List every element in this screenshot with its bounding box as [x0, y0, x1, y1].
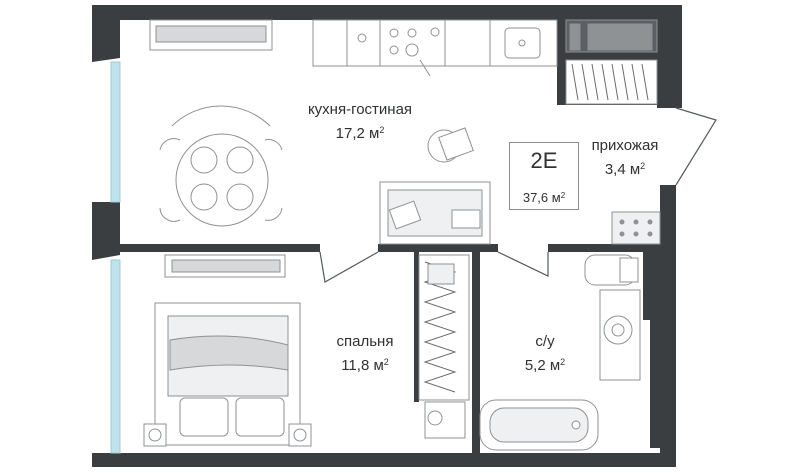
room-name: кухня-гостиная	[307, 101, 413, 118]
bedroom-shelf	[164, 254, 286, 278]
room-label-bedroom: спальня 11,8 м2	[310, 332, 420, 376]
apartment-badge: 2E 37,6 м2	[509, 142, 579, 210]
sofa-living	[379, 127, 491, 245]
room-name: прихожая	[591, 137, 659, 154]
hall-cabinet	[611, 211, 661, 245]
apartment-code: 2E	[530, 148, 558, 173]
bed	[143, 302, 312, 447]
windows	[110, 61, 121, 454]
kitchen-counter	[312, 19, 558, 77]
room-area: 11,8 м2	[341, 357, 389, 374]
room-name: спальня	[336, 333, 394, 350]
bathroom-fixtures	[479, 254, 641, 451]
room-label-hallway: прихожая 3,4 м2	[570, 136, 680, 180]
sofa-kitchen	[149, 19, 273, 51]
room-name: с/у	[535, 333, 555, 350]
outer-walls	[92, 5, 682, 467]
dining-set	[159, 105, 283, 227]
room-area: 3,4 м2	[604, 161, 646, 178]
room-area: 5,2 м2	[524, 357, 566, 374]
bedroom-door	[319, 251, 379, 283]
hall-wardrobe	[565, 19, 658, 105]
apartment-total-area: 37,6 м2	[522, 190, 566, 205]
room-label-bathroom: с/у 5,2 м2	[500, 332, 590, 376]
entry-door	[675, 107, 717, 186]
room-label-kitchen-living: кухня-гостиная 17,2 м2	[280, 100, 440, 144]
bathroom-door	[497, 251, 549, 277]
room-area: 17,2 м2	[335, 125, 385, 142]
bedroom-wardrobe	[418, 254, 470, 439]
